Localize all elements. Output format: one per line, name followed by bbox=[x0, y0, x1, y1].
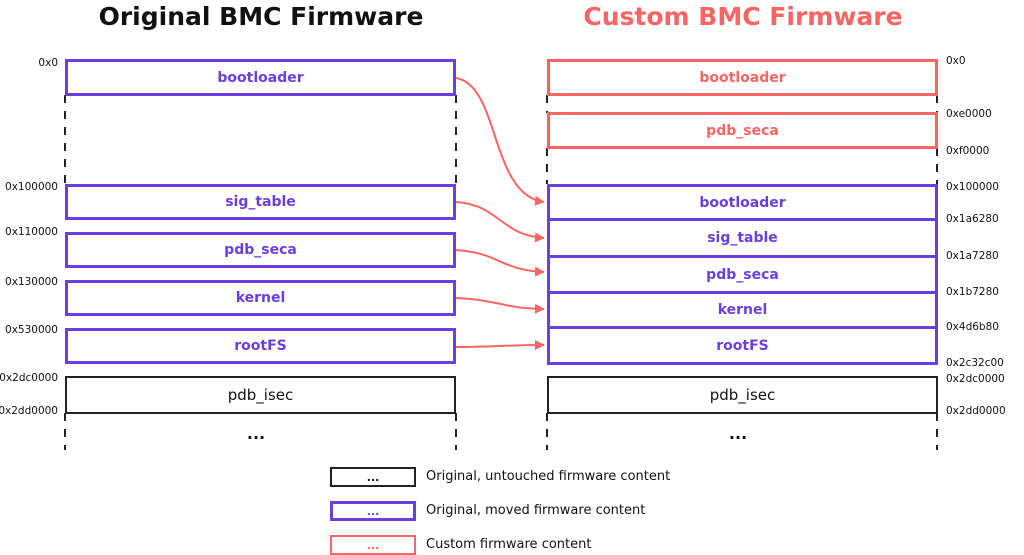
left-addr: 0x2dd0000 bbox=[0, 405, 58, 417]
block-label: pdb_seca bbox=[706, 122, 779, 139]
right-block-sig-table: sig_table bbox=[547, 218, 938, 258]
legend-text-moved: Original, moved firmware content bbox=[426, 503, 646, 518]
right-addr: 0x100000 bbox=[946, 181, 999, 193]
right-block-bootloader: bootloader bbox=[547, 184, 938, 221]
left-ellipsis: ... bbox=[246, 424, 266, 443]
left-addr: 0x110000 bbox=[5, 226, 58, 238]
right-block-pdb-seca-custom: pdb_seca bbox=[547, 112, 938, 149]
right-addr: 0x2dd0000 bbox=[946, 405, 1006, 417]
legend-symbol: ... bbox=[366, 538, 380, 552]
block-label: rootFS bbox=[234, 338, 287, 354]
block-label: bootloader bbox=[217, 69, 304, 86]
block-label: kernel bbox=[717, 302, 768, 318]
move-arrows bbox=[455, 77, 545, 351]
right-title: Custom BMC Firmware bbox=[583, 2, 903, 31]
block-label: kernel bbox=[235, 290, 286, 306]
left-block-pdb-seca: pdb_seca bbox=[65, 232, 456, 268]
right-addr: 0x2dc0000 bbox=[946, 373, 1005, 385]
right-addr: 0xf0000 bbox=[946, 145, 990, 157]
block-label: sig_table bbox=[225, 194, 296, 210]
block-label: bootloader bbox=[699, 69, 786, 86]
arrow-pdb-seca bbox=[455, 249, 545, 277]
legend-symbol: ... bbox=[366, 504, 380, 518]
left-block-sig-table: sig_table bbox=[65, 184, 456, 220]
left-title: Original BMC Firmware bbox=[98, 2, 424, 31]
right-addr: 0x0 bbox=[946, 55, 966, 67]
block-label: sig_table bbox=[707, 230, 778, 246]
legend-swatch-moved: ... bbox=[330, 501, 416, 521]
right-addr: 0x1a7280 bbox=[946, 250, 999, 262]
right-block-pdb-isec: pdb_isec bbox=[547, 376, 938, 414]
right-addr: 0x2c32c00 bbox=[946, 357, 1004, 369]
left-addr: 0x130000 bbox=[5, 276, 58, 288]
left-block-bootloader: bootloader bbox=[65, 59, 456, 96]
right-block-kernel: kernel bbox=[547, 291, 938, 329]
right-block-pdb-seca: pdb_seca bbox=[547, 255, 938, 294]
left-addr: 0x2dc0000 bbox=[0, 372, 58, 384]
legend-symbol: ... bbox=[366, 470, 380, 484]
legend-swatch-custom: ... bbox=[330, 535, 416, 555]
block-label: pdb_isec bbox=[227, 386, 294, 404]
left-block-rootfs: rootFS bbox=[65, 328, 456, 364]
right-block-bootloader-custom: bootloader bbox=[547, 59, 938, 96]
left-column-dashes bbox=[64, 95, 457, 450]
left-block-pdb-isec: pdb_isec bbox=[65, 376, 456, 414]
block-label: bootloader bbox=[699, 194, 786, 211]
arrow-bootloader bbox=[455, 77, 545, 206]
left-block-kernel: kernel bbox=[65, 280, 456, 316]
block-label: rootFS bbox=[716, 337, 769, 354]
left-addr: 0x530000 bbox=[5, 324, 58, 336]
legend-text-untouched: Original, untouched firmware content bbox=[426, 469, 671, 484]
arrow-sig-table bbox=[455, 201, 545, 243]
right-addr: 0x1b7280 bbox=[946, 286, 999, 298]
arrow-kernel bbox=[455, 297, 545, 314]
legend-text-custom: Custom firmware content bbox=[426, 537, 592, 552]
left-addr: 0x100000 bbox=[5, 181, 58, 193]
right-addr: 0xe0000 bbox=[946, 108, 992, 120]
right-block-rootfs: rootFS bbox=[547, 326, 938, 365]
right-ellipsis: ... bbox=[728, 424, 748, 443]
right-addr: 0x1a6280 bbox=[946, 213, 999, 225]
block-label: pdb_isec bbox=[709, 386, 776, 404]
block-label: pdb_seca bbox=[706, 266, 779, 283]
left-addr: 0x0 bbox=[38, 57, 58, 69]
legend-swatch-untouched: ... bbox=[330, 467, 416, 487]
arrow-rootfs bbox=[455, 340, 545, 351]
block-label: pdb_seca bbox=[224, 242, 297, 258]
right-column-dashes bbox=[546, 95, 938, 450]
right-addr: 0x4d6b80 bbox=[946, 321, 999, 333]
